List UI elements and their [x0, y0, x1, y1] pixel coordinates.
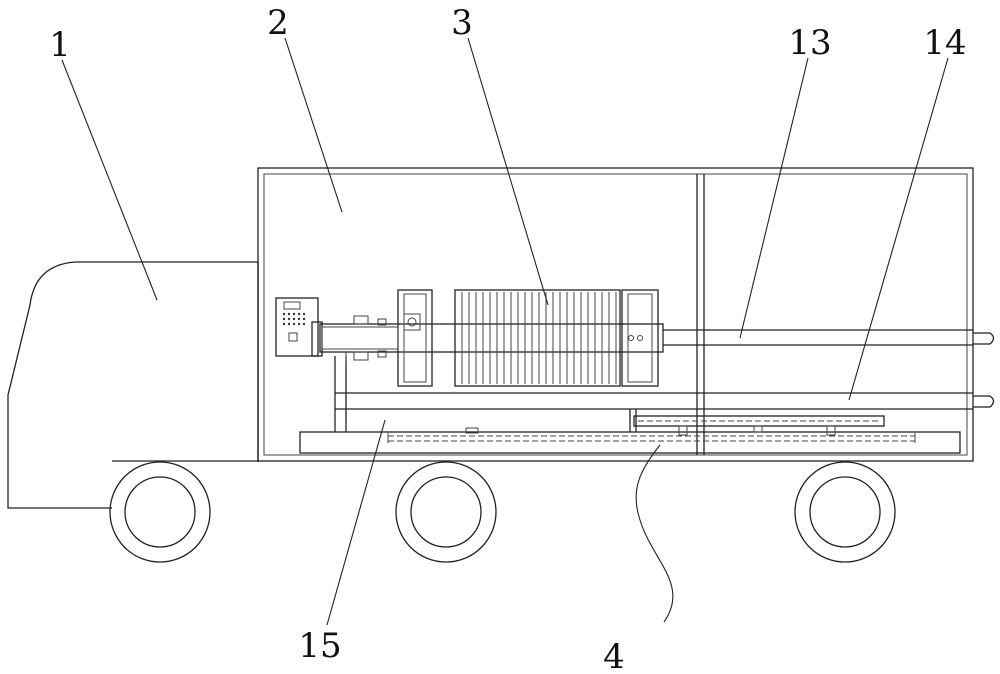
control-button-dot — [282, 322, 286, 326]
control-button-dot — [287, 317, 291, 321]
front-wheel — [109, 461, 211, 563]
control-button-dot — [282, 317, 286, 321]
control-button-dot — [292, 322, 296, 326]
control-button-dot — [292, 317, 296, 321]
rear-wheel — [794, 461, 896, 563]
cargo-box — [257, 167, 974, 462]
control-button-dot — [297, 312, 301, 316]
label-3: 3 — [451, 3, 473, 43]
label-4: 4 — [603, 637, 625, 674]
leader-lines — [61, 37, 949, 626]
control-button-dot — [302, 317, 306, 321]
hydraulic-cylinder — [311, 315, 399, 362]
control-button-dot — [302, 322, 306, 326]
rail-frame — [334, 356, 973, 432]
control-box — [275, 297, 319, 357]
label-15: 15 — [298, 626, 341, 666]
control-button-dot — [292, 312, 296, 316]
control-button-dot — [287, 312, 291, 316]
filter-press — [397, 289, 659, 387]
label-14: 14 — [923, 23, 966, 63]
label-13: 13 — [788, 23, 831, 63]
truck-cab — [7, 261, 259, 509]
control-button-dot — [282, 312, 286, 316]
control-button-dot — [287, 322, 291, 326]
middle-wheel — [395, 461, 497, 563]
main-beam — [319, 323, 973, 353]
outlet-pipes — [973, 332, 995, 408]
callout-labels: 1 2 3 13 14 15 4 — [49, 3, 966, 674]
slide-tray — [633, 415, 885, 436]
control-button-dot — [302, 312, 306, 316]
label-1: 1 — [49, 25, 71, 65]
control-button-dot — [297, 317, 301, 321]
control-button-dot — [297, 322, 301, 326]
label-2: 2 — [267, 3, 289, 43]
